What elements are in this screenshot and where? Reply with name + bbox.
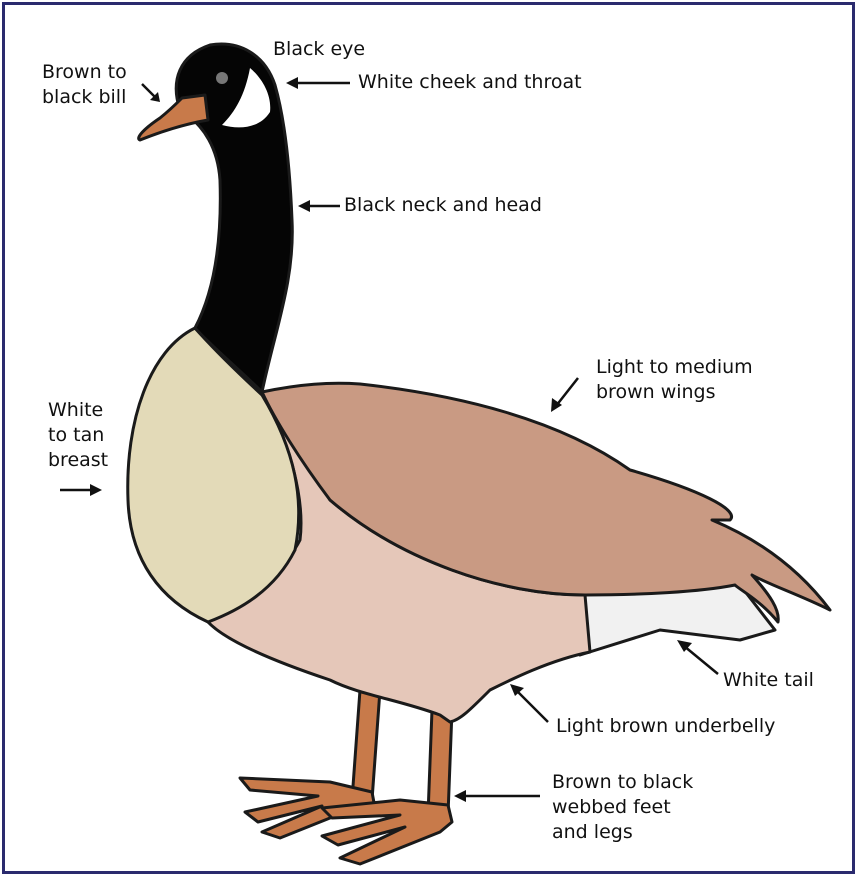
label-white-cheek: White cheek and throat (358, 70, 582, 95)
label-tail: White tail (723, 668, 814, 693)
label-feet-line-2: webbed feet (552, 795, 693, 820)
label-wings: Light to medium brown wings (596, 355, 753, 405)
label-bill: Brown to black bill (42, 60, 127, 110)
label-feet-line-1: Brown to black (552, 770, 693, 795)
breast-arrow (60, 484, 102, 496)
label-bill-line-1: Brown to (42, 60, 127, 85)
label-breast-line-2: to tan (48, 423, 108, 448)
front-foot (322, 800, 452, 864)
label-wings-line-2: brown wings (596, 380, 753, 405)
label-black-eye: Black eye (273, 37, 365, 62)
label-breast-line-3: breast (48, 448, 108, 473)
feet-arrow (454, 790, 540, 802)
underbelly-arrow (510, 684, 548, 722)
neck-arrow (298, 200, 340, 212)
label-breast: White to tan breast (48, 398, 108, 473)
cheek-arrow (286, 77, 350, 89)
wings-arrow (551, 378, 578, 412)
front-leg (428, 710, 452, 815)
bill (139, 95, 208, 140)
back-leg (352, 690, 380, 800)
breast (128, 328, 299, 622)
bill-arrow (142, 84, 160, 102)
label-underbelly: Light brown underbelly (556, 714, 775, 739)
label-breast-line-1: White (48, 398, 108, 423)
label-wings-line-1: Light to medium (596, 355, 753, 380)
label-bill-line-2: black bill (42, 85, 127, 110)
label-neck: Black neck and head (344, 193, 542, 218)
eye (216, 72, 228, 84)
label-feet-line-3: and legs (552, 820, 693, 845)
tail-arrow (677, 640, 718, 674)
label-feet: Brown to black webbed feet and legs (552, 770, 693, 845)
